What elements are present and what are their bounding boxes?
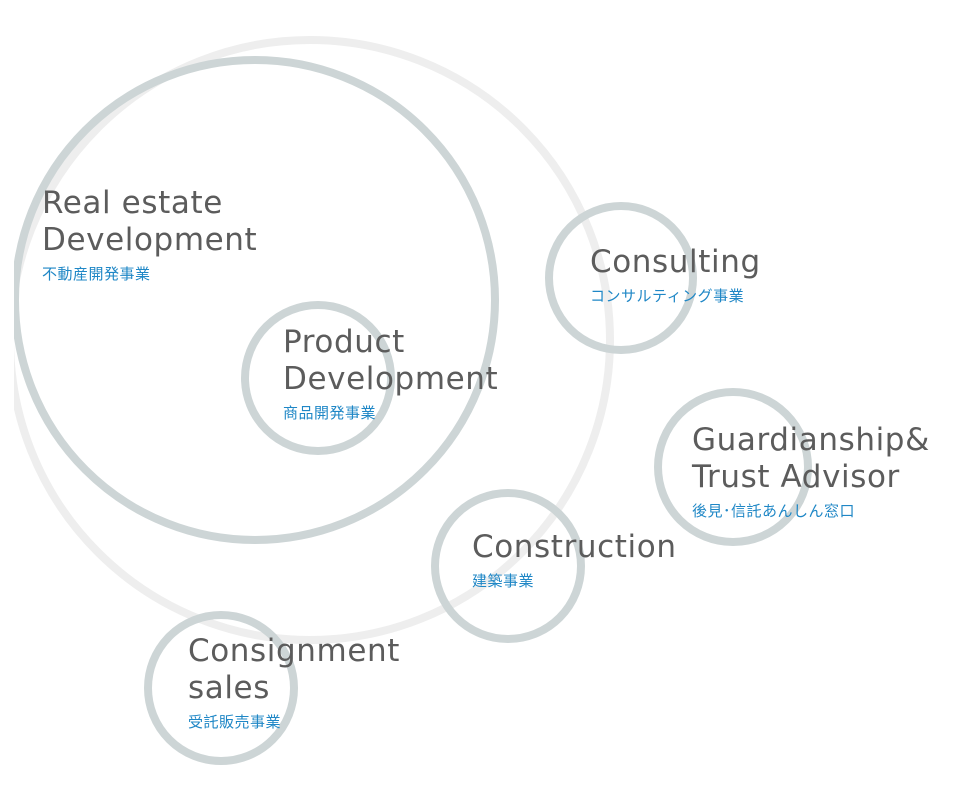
product-ring [241,301,395,455]
construction-subtitle: 建築事業 [472,572,535,590]
product-subtitle: 商品開発事業 [283,404,377,422]
consignment-ring [144,611,298,765]
guardianship-subtitle: 後見･信託あんしん窓口 [692,502,856,520]
outer-orbit-ring [14,36,614,644]
consignment-title-line1: Consignment [188,633,401,669]
consignment-subtitle: 受託販売事業 [188,713,282,731]
real-estate-ring [14,56,499,544]
product-title-line1: Product [283,324,405,360]
construction-ring [431,489,585,643]
real-estate-label: Real estate Development 不動産開発事業 [42,185,257,284]
consulting-subtitle: コンサルティング事業 [590,287,745,305]
construction-label: Construction 建築事業 [472,529,677,591]
construction-title: Construction [472,529,677,565]
product-label: Product Development 商品開発事業 [283,324,498,423]
real-estate-title-line1: Real estate [42,185,223,221]
product-title-line2: Development [283,361,499,397]
guardianship-ring [654,388,812,546]
real-estate-title-line2: Development [42,222,258,258]
guardianship-label: Guardianship& Trust Advisor 後見･信託あんしん窓口 [692,422,930,521]
guardianship-title-line1: Guardianship& [692,422,930,458]
consignment-title-line2: sales [188,670,270,706]
consignment-label: Consignment sales 受託販売事業 [188,633,400,732]
consulting-ring [545,202,697,354]
guardianship-title-line2: Trust Advisor [692,459,900,495]
consulting-label: Consulting コンサルティング事業 [590,244,761,306]
consulting-title: Consulting [590,244,761,280]
real-estate-subtitle: 不動産開発事業 [42,265,151,283]
